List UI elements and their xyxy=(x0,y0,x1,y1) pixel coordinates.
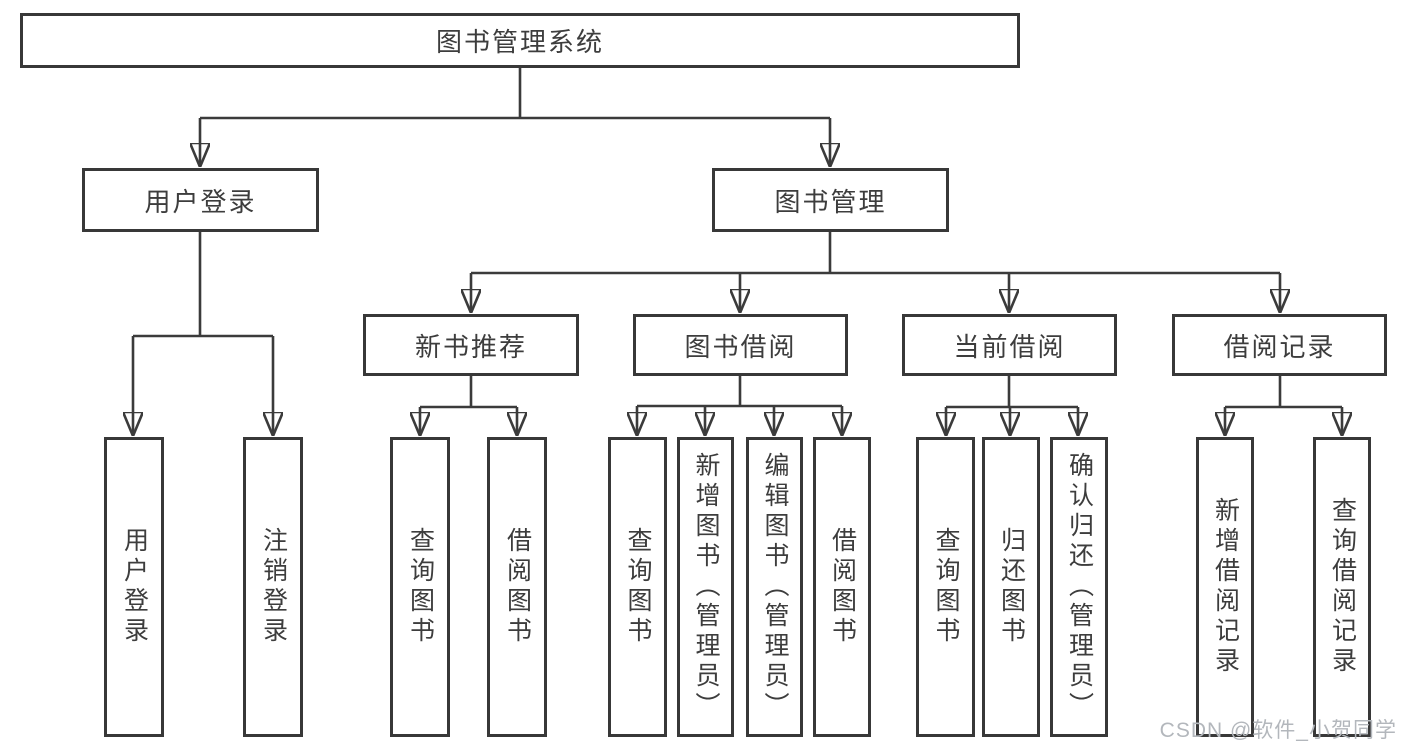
leaf-add-books-admin: 新增图书（管理员） xyxy=(677,437,734,737)
leaf-return-books: 归还图书 xyxy=(982,437,1040,737)
leaf-borrow-books: 借阅图书 xyxy=(813,437,871,737)
leaf-user-login: 用户登录 xyxy=(104,437,164,737)
leaf-logout: 注销登录 xyxy=(243,437,303,737)
leaf-query-books-recommend: 查询图书 xyxy=(390,437,450,737)
node-borrow-records: 借阅记录 xyxy=(1172,314,1387,376)
leaf-borrow-books-recommend: 借阅图书 xyxy=(487,437,547,737)
leaf-query-books-current: 查询图书 xyxy=(916,437,975,737)
node-user-login: 用户登录 xyxy=(82,168,319,232)
leaf-query-books-borrow: 查询图书 xyxy=(608,437,667,737)
node-current-borrow: 当前借阅 xyxy=(902,314,1117,376)
leaf-query-borrow-record: 查询借阅记录 xyxy=(1313,437,1371,737)
leaf-confirm-return-admin: 确认归还（管理员） xyxy=(1050,437,1108,737)
leaf-edit-books-admin: 编辑图书（管理员） xyxy=(746,437,803,737)
leaf-add-borrow-record: 新增借阅记录 xyxy=(1196,437,1254,737)
csdn-watermark: CSDN @软件_小贺同学 xyxy=(1159,719,1397,742)
node-root-library-system: 图书管理系统 xyxy=(20,13,1020,68)
node-book-borrow: 图书借阅 xyxy=(633,314,848,376)
node-new-book-recommend: 新书推荐 xyxy=(363,314,579,376)
node-book-management: 图书管理 xyxy=(712,168,949,232)
